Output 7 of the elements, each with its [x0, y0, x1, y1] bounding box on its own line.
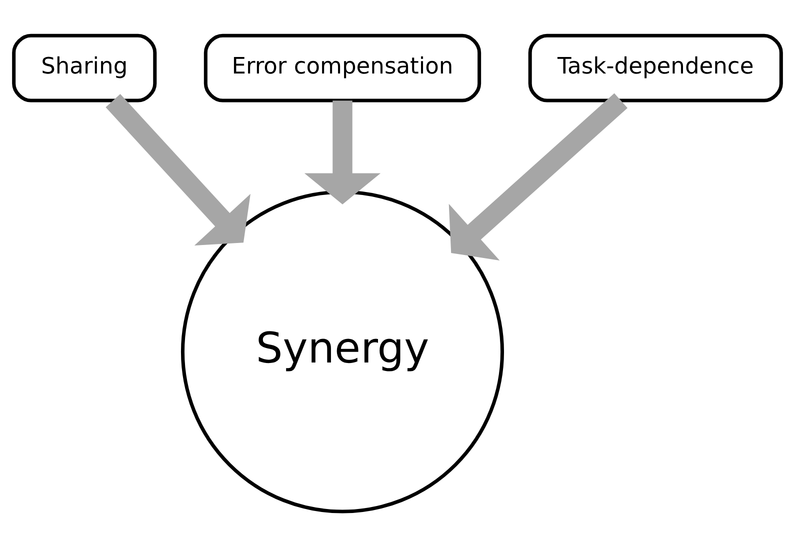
node-box: Task-dependence: [528, 34, 783, 102]
node-circle: Synergy: [180, 190, 504, 514]
node-box: Sharing: [12, 34, 157, 102]
node-box: Error compensation: [204, 34, 482, 102]
arrow: [448, 93, 628, 260]
arrow: [106, 94, 250, 246]
arrow: [304, 100, 381, 204]
